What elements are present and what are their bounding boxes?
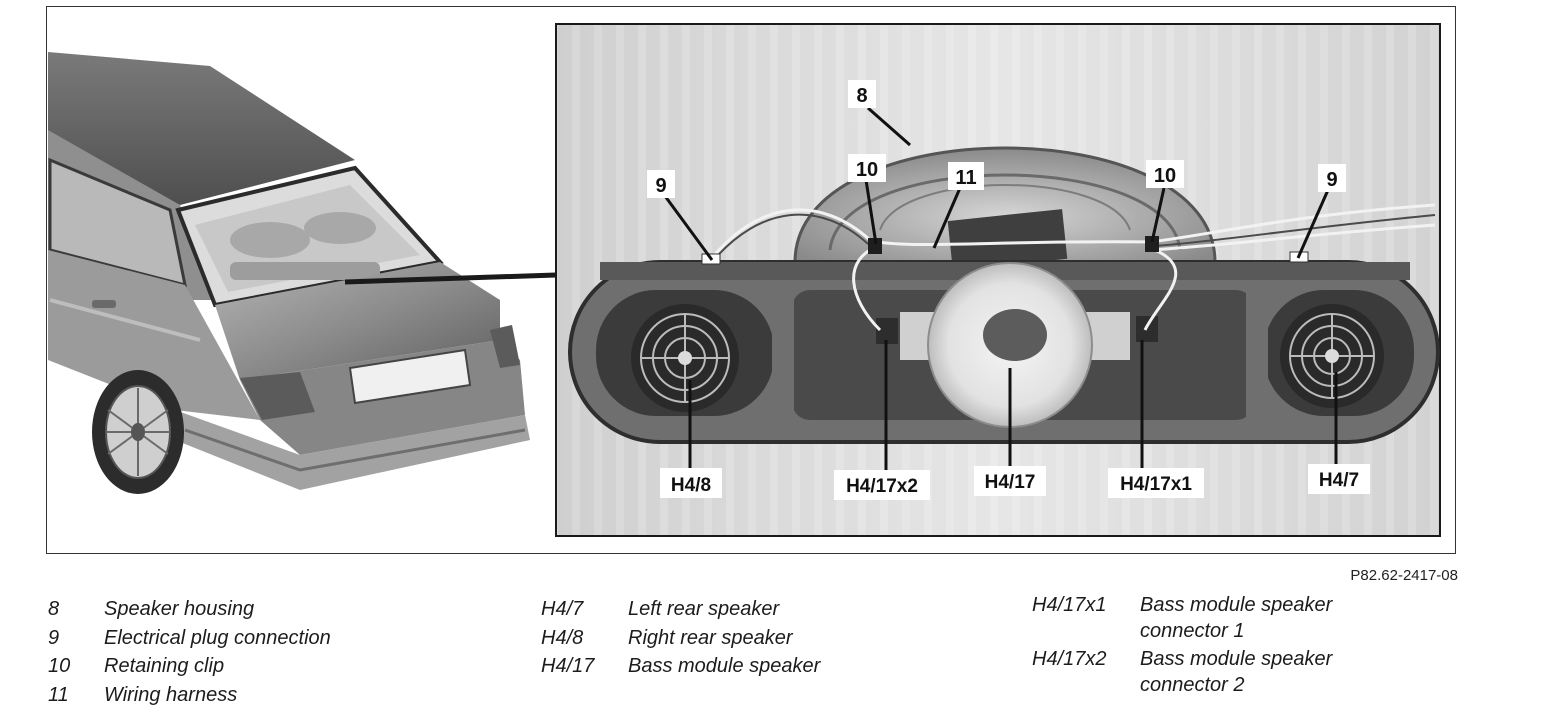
legend-key: 11	[48, 683, 69, 706]
legend-key: 9	[48, 626, 60, 649]
callout-h4-17x2: H4/17x2	[834, 470, 930, 500]
callout-h4-17: H4/17	[974, 466, 1046, 496]
right-side-speaker-grille	[1280, 304, 1384, 408]
legend-key: 8	[48, 598, 60, 620]
callout-h4-17x2-text: H4/17x2	[846, 476, 918, 497]
left-rear-speaker-grille	[631, 304, 739, 412]
legend-column-2: H4/7 Left rear speaker H4/8 Right rear s…	[541, 598, 1001, 684]
callout-9-left: 9	[647, 170, 675, 198]
callout-h4-8: H4/8	[660, 468, 722, 498]
legend-desc: Right rear speaker	[628, 626, 793, 649]
legend-desc-continued: connector 2	[1140, 674, 1245, 696]
callout-11-text: 11	[955, 167, 976, 189]
legend-column-1: 8 Speaker housing 9 Electrical plug conn…	[48, 598, 508, 712]
legend-desc: Left rear speaker	[628, 598, 780, 620]
callout-labels: 8 9 10 11 10 9 H4/8 H4/17x2	[647, 80, 1370, 500]
legend-item: 11 Wiring harness	[48, 684, 508, 713]
speaker-housing-dome	[793, 146, 1217, 264]
legend-item: H4/8 Right rear speaker	[541, 627, 1001, 656]
legend-desc: Bass module speaker	[628, 655, 821, 677]
callout-10-left: 10	[848, 154, 886, 182]
legend-column-3: H4/17x1 Bass module speaker connector 1 …	[1032, 594, 1452, 702]
legend-item: 9 Electrical plug connection	[48, 627, 508, 656]
detail-photo	[555, 23, 1441, 537]
legend-key: H4/8	[541, 626, 584, 649]
callout-9-right-text: 9	[1326, 169, 1337, 191]
detail-pointer	[344, 272, 557, 285]
callout-11: 11	[948, 162, 984, 190]
connector-block-left	[876, 318, 898, 344]
legend-key: H4/17x1	[1032, 594, 1107, 616]
diagram-illustration: 8 9 10 11 10 9 H4/8 H4/17x2	[48, 23, 1441, 537]
car-illustration	[48, 52, 530, 494]
callout-9-right: 9	[1318, 164, 1346, 192]
callout-leader-lines	[663, 106, 1338, 474]
callout-10-left-text: 10	[856, 159, 878, 181]
retaining-clip-right	[1145, 236, 1159, 252]
legend-item: 10 Retaining clip	[48, 655, 508, 684]
legend-key: H4/17x2	[1032, 648, 1107, 670]
callout-h4-7: H4/7	[1308, 464, 1370, 494]
legend-key: H4/17	[541, 655, 595, 677]
legend-desc: Wiring harness	[104, 683, 238, 706]
legend-desc: Bass module speaker	[1140, 594, 1333, 616]
bass-module-speaker	[900, 262, 1130, 428]
callout-h4-17x1-text: H4/17x1	[1120, 474, 1192, 495]
retaining-clip-left	[868, 238, 882, 254]
legend-desc-continued: connector 1	[1140, 620, 1245, 642]
callout-h4-7-text: H4/7	[1319, 470, 1359, 491]
figure-reference-code: P82.62-2417-08	[1350, 567, 1458, 584]
legend-desc: Electrical plug connection	[104, 626, 331, 649]
legend-key: 10	[48, 655, 71, 677]
callout-h4-8-text: H4/8	[671, 475, 711, 496]
legend-item: H4/17x2 Bass module speaker connector 2	[1032, 648, 1452, 702]
callout-10-right: 10	[1146, 160, 1184, 188]
legend-item: H4/17 Bass module speaker	[541, 655, 1001, 684]
legend-item: H4/7 Left rear speaker	[541, 598, 1001, 627]
callout-h4-17-text: H4/17	[985, 472, 1036, 493]
callout-10-right-text: 10	[1154, 165, 1176, 187]
legend-key: H4/7	[541, 598, 584, 620]
callout-9-left-text: 9	[655, 175, 666, 197]
legend-desc: Speaker housing	[104, 598, 255, 620]
callout-h4-17x1: H4/17x1	[1108, 468, 1204, 498]
legend-item: 8 Speaker housing	[48, 598, 508, 627]
legend-desc: Bass module speaker	[1140, 648, 1333, 670]
callout-8-text: 8	[856, 85, 867, 107]
callout-8: 8	[848, 80, 876, 108]
legend-item: H4/17x1 Bass module speaker connector 1	[1032, 594, 1452, 648]
legend-desc: Retaining clip	[104, 655, 225, 677]
